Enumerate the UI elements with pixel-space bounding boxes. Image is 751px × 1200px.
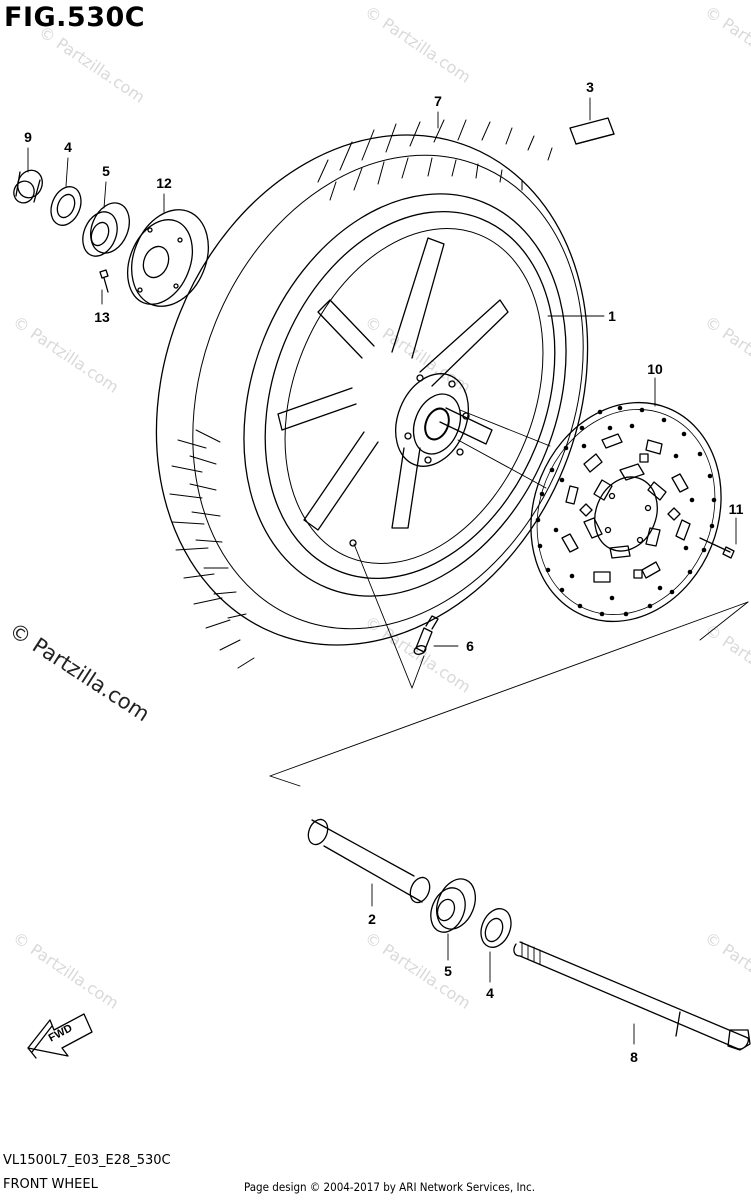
callout-2: 2 bbox=[368, 911, 376, 927]
oil-seal-part-4-left[interactable] bbox=[46, 182, 87, 230]
copyright-notice: Page design © 2004-2017 by ARI Network S… bbox=[244, 1180, 536, 1194]
callout-4-upper: 4 bbox=[64, 139, 72, 155]
spacer-part-9[interactable] bbox=[11, 167, 47, 206]
callout-12: 12 bbox=[156, 175, 172, 191]
rim-part-1[interactable] bbox=[213, 168, 608, 622]
disc-bolt-part-11[interactable] bbox=[699, 537, 735, 559]
callout-11: 11 bbox=[729, 501, 744, 517]
callout-13: 13 bbox=[94, 309, 110, 325]
screw-part-13[interactable] bbox=[99, 269, 109, 293]
section-name: FRONT WHEEL bbox=[3, 1177, 98, 1192]
callout-6: 6 bbox=[466, 638, 474, 654]
callout-3: 3 bbox=[586, 79, 594, 95]
tire-valve-part-6[interactable] bbox=[413, 615, 439, 656]
brake-disc-part-10[interactable] bbox=[499, 374, 751, 651]
balance-weight-part-3[interactable] bbox=[569, 117, 615, 145]
callout-5-lower: 5 bbox=[444, 963, 452, 979]
front-axle-part-8[interactable] bbox=[513, 941, 751, 1051]
oil-seal-part-4-right[interactable] bbox=[476, 904, 517, 952]
model-code: VL1500L7_E03_E28_530C bbox=[3, 1153, 171, 1168]
brake-drum-part-12[interactable] bbox=[116, 198, 222, 318]
bearing-part-5-left[interactable] bbox=[77, 197, 137, 261]
forward-arrow-icon bbox=[27, 1013, 93, 1059]
leader-lines bbox=[27, 97, 749, 1045]
bearing-part-5-right[interactable] bbox=[425, 873, 483, 937]
tire-part-7[interactable] bbox=[82, 70, 662, 711]
callout-4-lower: 4 bbox=[486, 985, 494, 1001]
callout-8: 8 bbox=[630, 1049, 638, 1065]
callout-1: 1 bbox=[608, 308, 616, 324]
callout-10: 10 bbox=[647, 361, 663, 377]
callout-9: 9 bbox=[24, 129, 32, 145]
axle-spacer-part-2[interactable] bbox=[305, 817, 433, 906]
callout-7: 7 bbox=[434, 93, 442, 109]
callout-5-upper: 5 bbox=[102, 163, 110, 179]
figure-title: FIG.530C bbox=[4, 2, 146, 33]
